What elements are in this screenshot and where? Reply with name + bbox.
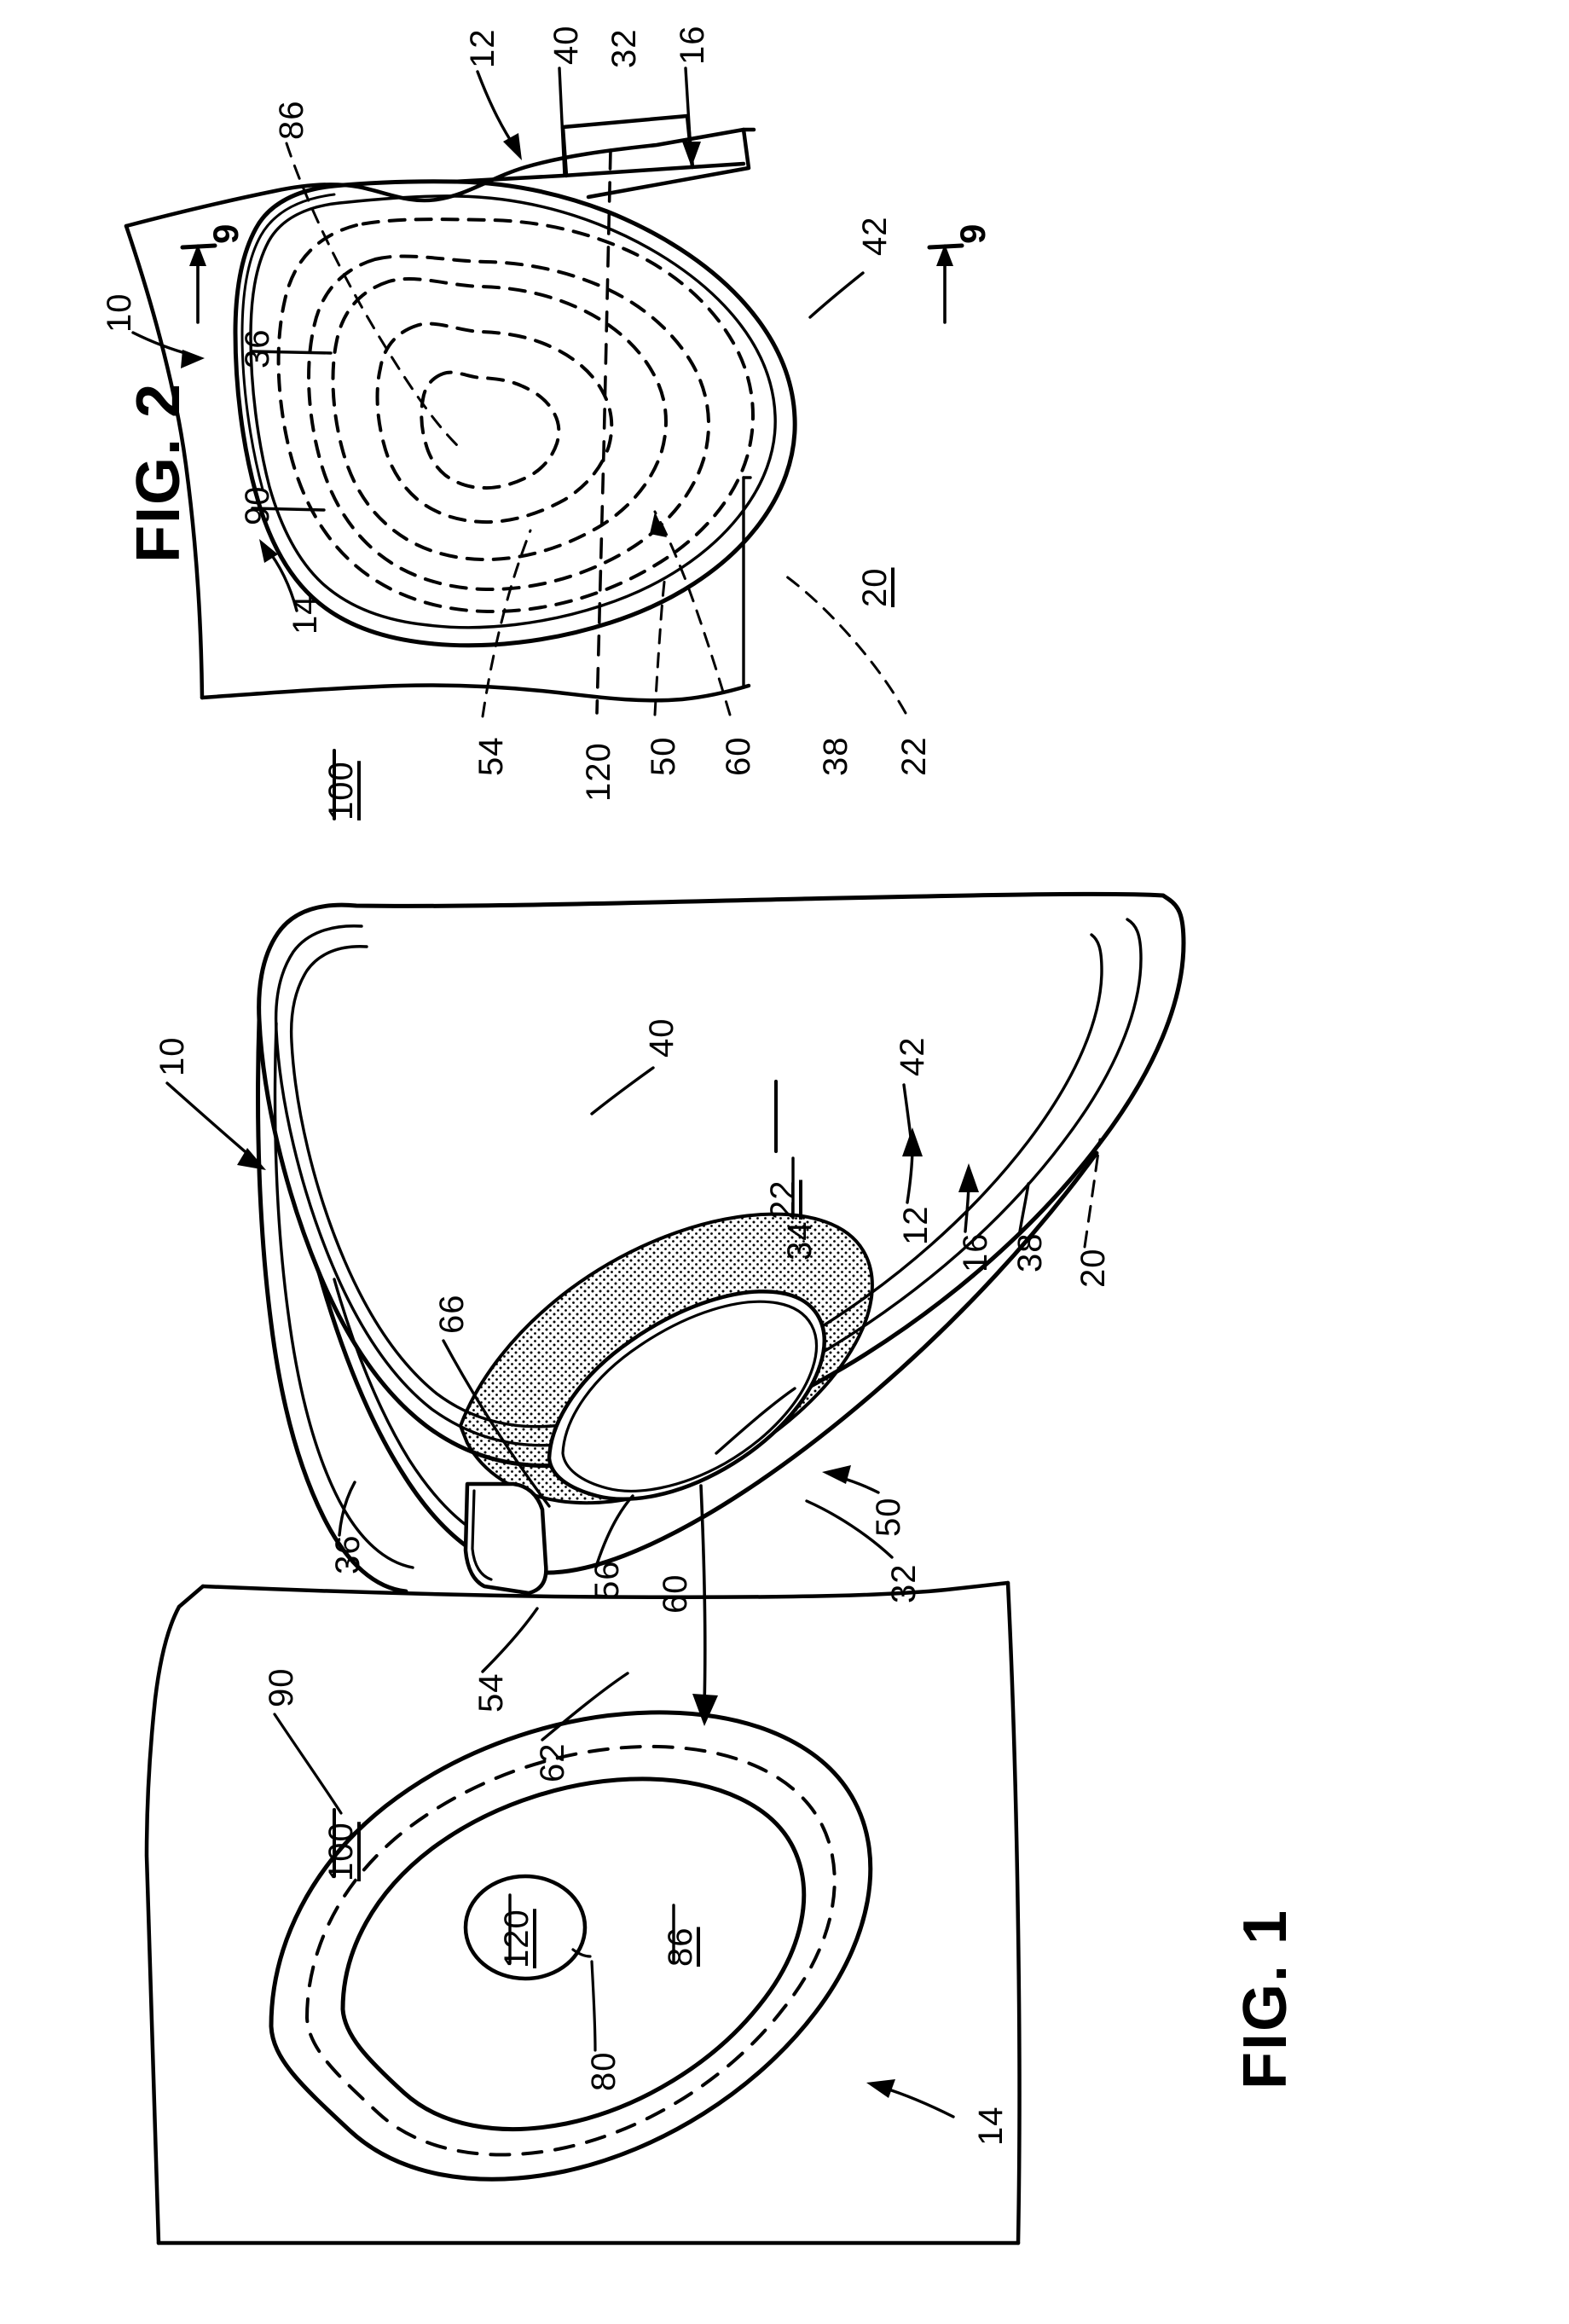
fig1-aperture-inner-rim bbox=[561, 1300, 818, 1492]
fig1-shell-outer bbox=[257, 891, 1186, 1469]
fig2-leader-90 bbox=[251, 507, 326, 512]
fig1-leader-40 bbox=[590, 1066, 655, 1116]
fig2-leader-54 bbox=[481, 529, 532, 718]
fig2-section-arrowhead-bottom bbox=[936, 244, 953, 266]
fig2-arrow-14 bbox=[259, 539, 278, 563]
fig1-substrate-right bbox=[1005, 1580, 1022, 2246]
fig1-ring-outer bbox=[269, 1710, 873, 2182]
fig2-leader-22 bbox=[778, 570, 907, 715]
fig1-tab-inner bbox=[471, 1489, 493, 1581]
fig2-appliance-inner-rim bbox=[249, 194, 777, 629]
fig1-ring-dashed bbox=[305, 1744, 837, 2157]
fig1-shell-nose bbox=[256, 1017, 408, 1594]
fig1-arrow-16 bbox=[958, 1163, 979, 1192]
fig2-substrate-left-edge bbox=[124, 223, 205, 700]
fig1-projection-arrow bbox=[699, 1484, 707, 1707]
fig1-tab-54 bbox=[463, 1481, 548, 1596]
fig2-edge-strip-90 bbox=[240, 193, 336, 491]
fig1-nub-80 bbox=[571, 1948, 592, 1958]
fig1-leader-42 bbox=[902, 1083, 914, 1155]
fig1-leader-56 bbox=[595, 1494, 634, 1566]
fig1-leader-66 bbox=[442, 1339, 551, 1508]
fig2-section-arrowhead-top bbox=[189, 244, 206, 266]
fig2-arrow-12 bbox=[503, 133, 522, 160]
fig1-leader-90 bbox=[273, 1713, 343, 1815]
fig1-leader-60 bbox=[715, 1387, 796, 1455]
fig1-arrow-10 bbox=[237, 1148, 266, 1170]
fig1-leader-20 bbox=[1083, 1138, 1102, 1249]
fig2-substrate-bottom-edge bbox=[200, 683, 751, 703]
fig1-substrate-outline bbox=[144, 1584, 206, 2246]
fig2-leader-40 bbox=[558, 67, 566, 177]
fig2-leader-60 bbox=[653, 510, 732, 716]
fig2-section-tick-bottom bbox=[927, 243, 964, 250]
fig2-section-tick-top bbox=[180, 243, 217, 250]
fig1-projection-arrowhead bbox=[692, 1694, 718, 1726]
fig2-ref-box-outline bbox=[560, 113, 690, 130]
fig2-leader-16 bbox=[684, 67, 692, 154]
fig2-artwork bbox=[124, 67, 964, 820]
fig2-arrow-60 bbox=[650, 512, 667, 537]
fig2-leader-86 bbox=[285, 142, 459, 447]
fig1-leader-62 bbox=[541, 1672, 629, 1742]
fig2-substrate-outline bbox=[124, 127, 751, 229]
fig1-shell-nose-2 bbox=[273, 1022, 414, 1569]
fig1-leader-32 bbox=[805, 1499, 894, 1559]
fig2-arrow-16 bbox=[682, 142, 701, 167]
fig1-aperture-outer bbox=[547, 1290, 826, 1501]
fig1-body-lower bbox=[316, 1150, 1099, 1575]
fig2-leader-50 bbox=[653, 573, 667, 716]
fig1-ring-inner bbox=[340, 1776, 807, 2132]
fig2-leader-42 bbox=[808, 271, 865, 319]
fig1-artwork bbox=[144, 891, 1186, 2246]
fig2-appliance-outer bbox=[233, 179, 797, 648]
fig1-leader-54 bbox=[481, 1607, 539, 1673]
fig1-leader-36 bbox=[338, 1481, 356, 1537]
fig1-substrate-top bbox=[200, 1580, 1010, 1599]
fig2-centerline-32-120 bbox=[595, 148, 612, 715]
fig2-arrow-10 bbox=[181, 350, 205, 368]
fig2-top-flange-line bbox=[451, 161, 746, 184]
fig1-small-circle-120 bbox=[463, 1874, 588, 1981]
fig1-leader-80 bbox=[590, 1960, 597, 2052]
fig1-leader-38 bbox=[1018, 1182, 1030, 1233]
fig2-leader-36 bbox=[251, 350, 333, 355]
fig1-arrow-50 bbox=[822, 1465, 851, 1484]
fig2-hidden-contours bbox=[276, 217, 755, 614]
fig1-leader-10 bbox=[165, 1081, 252, 1158]
